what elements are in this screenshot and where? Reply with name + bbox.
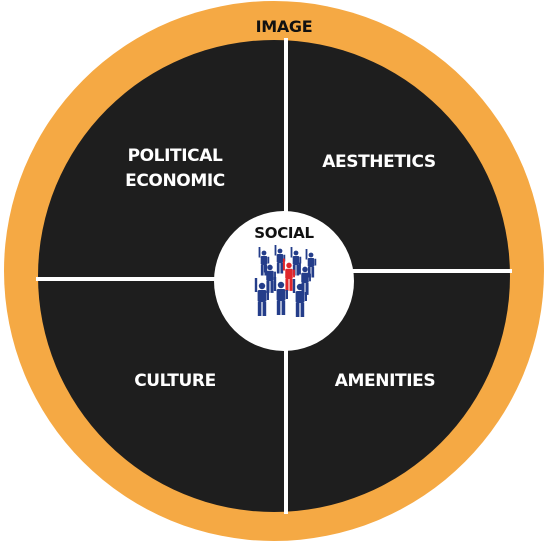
amenities-label: AMENITIES [335, 371, 435, 391]
crowd-figure-back-4 [305, 249, 317, 278]
crowd-figure-highlight [282, 258, 295, 291]
economic-label: ECONOMIC [125, 171, 225, 191]
aesthetics-label: AESTHETICS [322, 152, 435, 172]
image-label: IMAGE [256, 17, 313, 36]
social-center [214, 211, 354, 351]
crowd-icon [254, 245, 317, 317]
political-label: POLITICAL [128, 146, 223, 166]
crowd-figure-front-3 [292, 279, 307, 317]
crowd-figure-front-2 [273, 277, 288, 315]
crowd-figure-mid-1 [263, 260, 276, 293]
crowd-figure-back-2 [274, 245, 286, 274]
culture-label: CULTURE [134, 371, 216, 391]
social-label: SOCIAL [254, 224, 314, 242]
crowd-figure-mid-3 [298, 262, 311, 295]
crowd-figure-front-1 [254, 278, 269, 316]
